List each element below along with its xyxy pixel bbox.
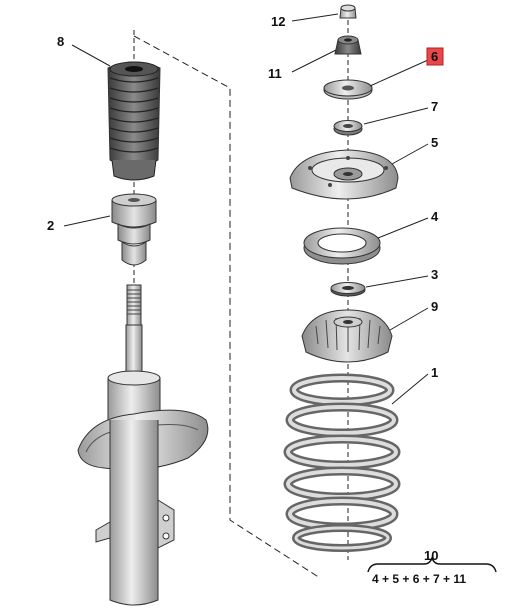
callout-12: 12	[271, 14, 285, 29]
callout-11: 11	[268, 66, 282, 81]
callout-2: 2	[47, 218, 54, 233]
cap-part-12	[339, 4, 357, 19]
washer-part-3	[330, 282, 366, 297]
dust-boot-part-8	[107, 61, 161, 181]
callout-labels: 12 8 6 11 7 5 2 4 3 9 1 10	[47, 14, 444, 563]
kit-formula: 4 + 5 + 6 + 7 + 11	[372, 572, 466, 586]
callout-6: 6	[431, 49, 438, 64]
callout-1: 1	[431, 365, 438, 380]
spring-seat-part-9	[301, 309, 393, 363]
callout-8: 8	[57, 34, 64, 49]
assembly-kit-brace: 4 + 5 + 6 + 7 + 11	[367, 555, 497, 586]
callout-5: 5	[431, 135, 438, 150]
bearing-part-4	[303, 227, 381, 265]
callout-10: 10	[424, 548, 438, 563]
callout-3: 3	[431, 267, 438, 282]
spacer-part-7	[333, 120, 363, 136]
callout-4: 4	[431, 209, 439, 224]
callout-7: 7	[431, 99, 438, 114]
leader-lines	[63, 13, 429, 405]
bump-stop-part-2	[111, 193, 157, 266]
coil-spring-part-1	[283, 373, 401, 552]
callout-9: 9	[431, 299, 438, 314]
shock-absorber-strut	[77, 284, 209, 606]
callout-6-highlight	[426, 47, 444, 66]
nut-part-11	[334, 35, 362, 55]
upper-mount-part-5	[289, 149, 399, 200]
washer-part-6	[323, 79, 373, 100]
